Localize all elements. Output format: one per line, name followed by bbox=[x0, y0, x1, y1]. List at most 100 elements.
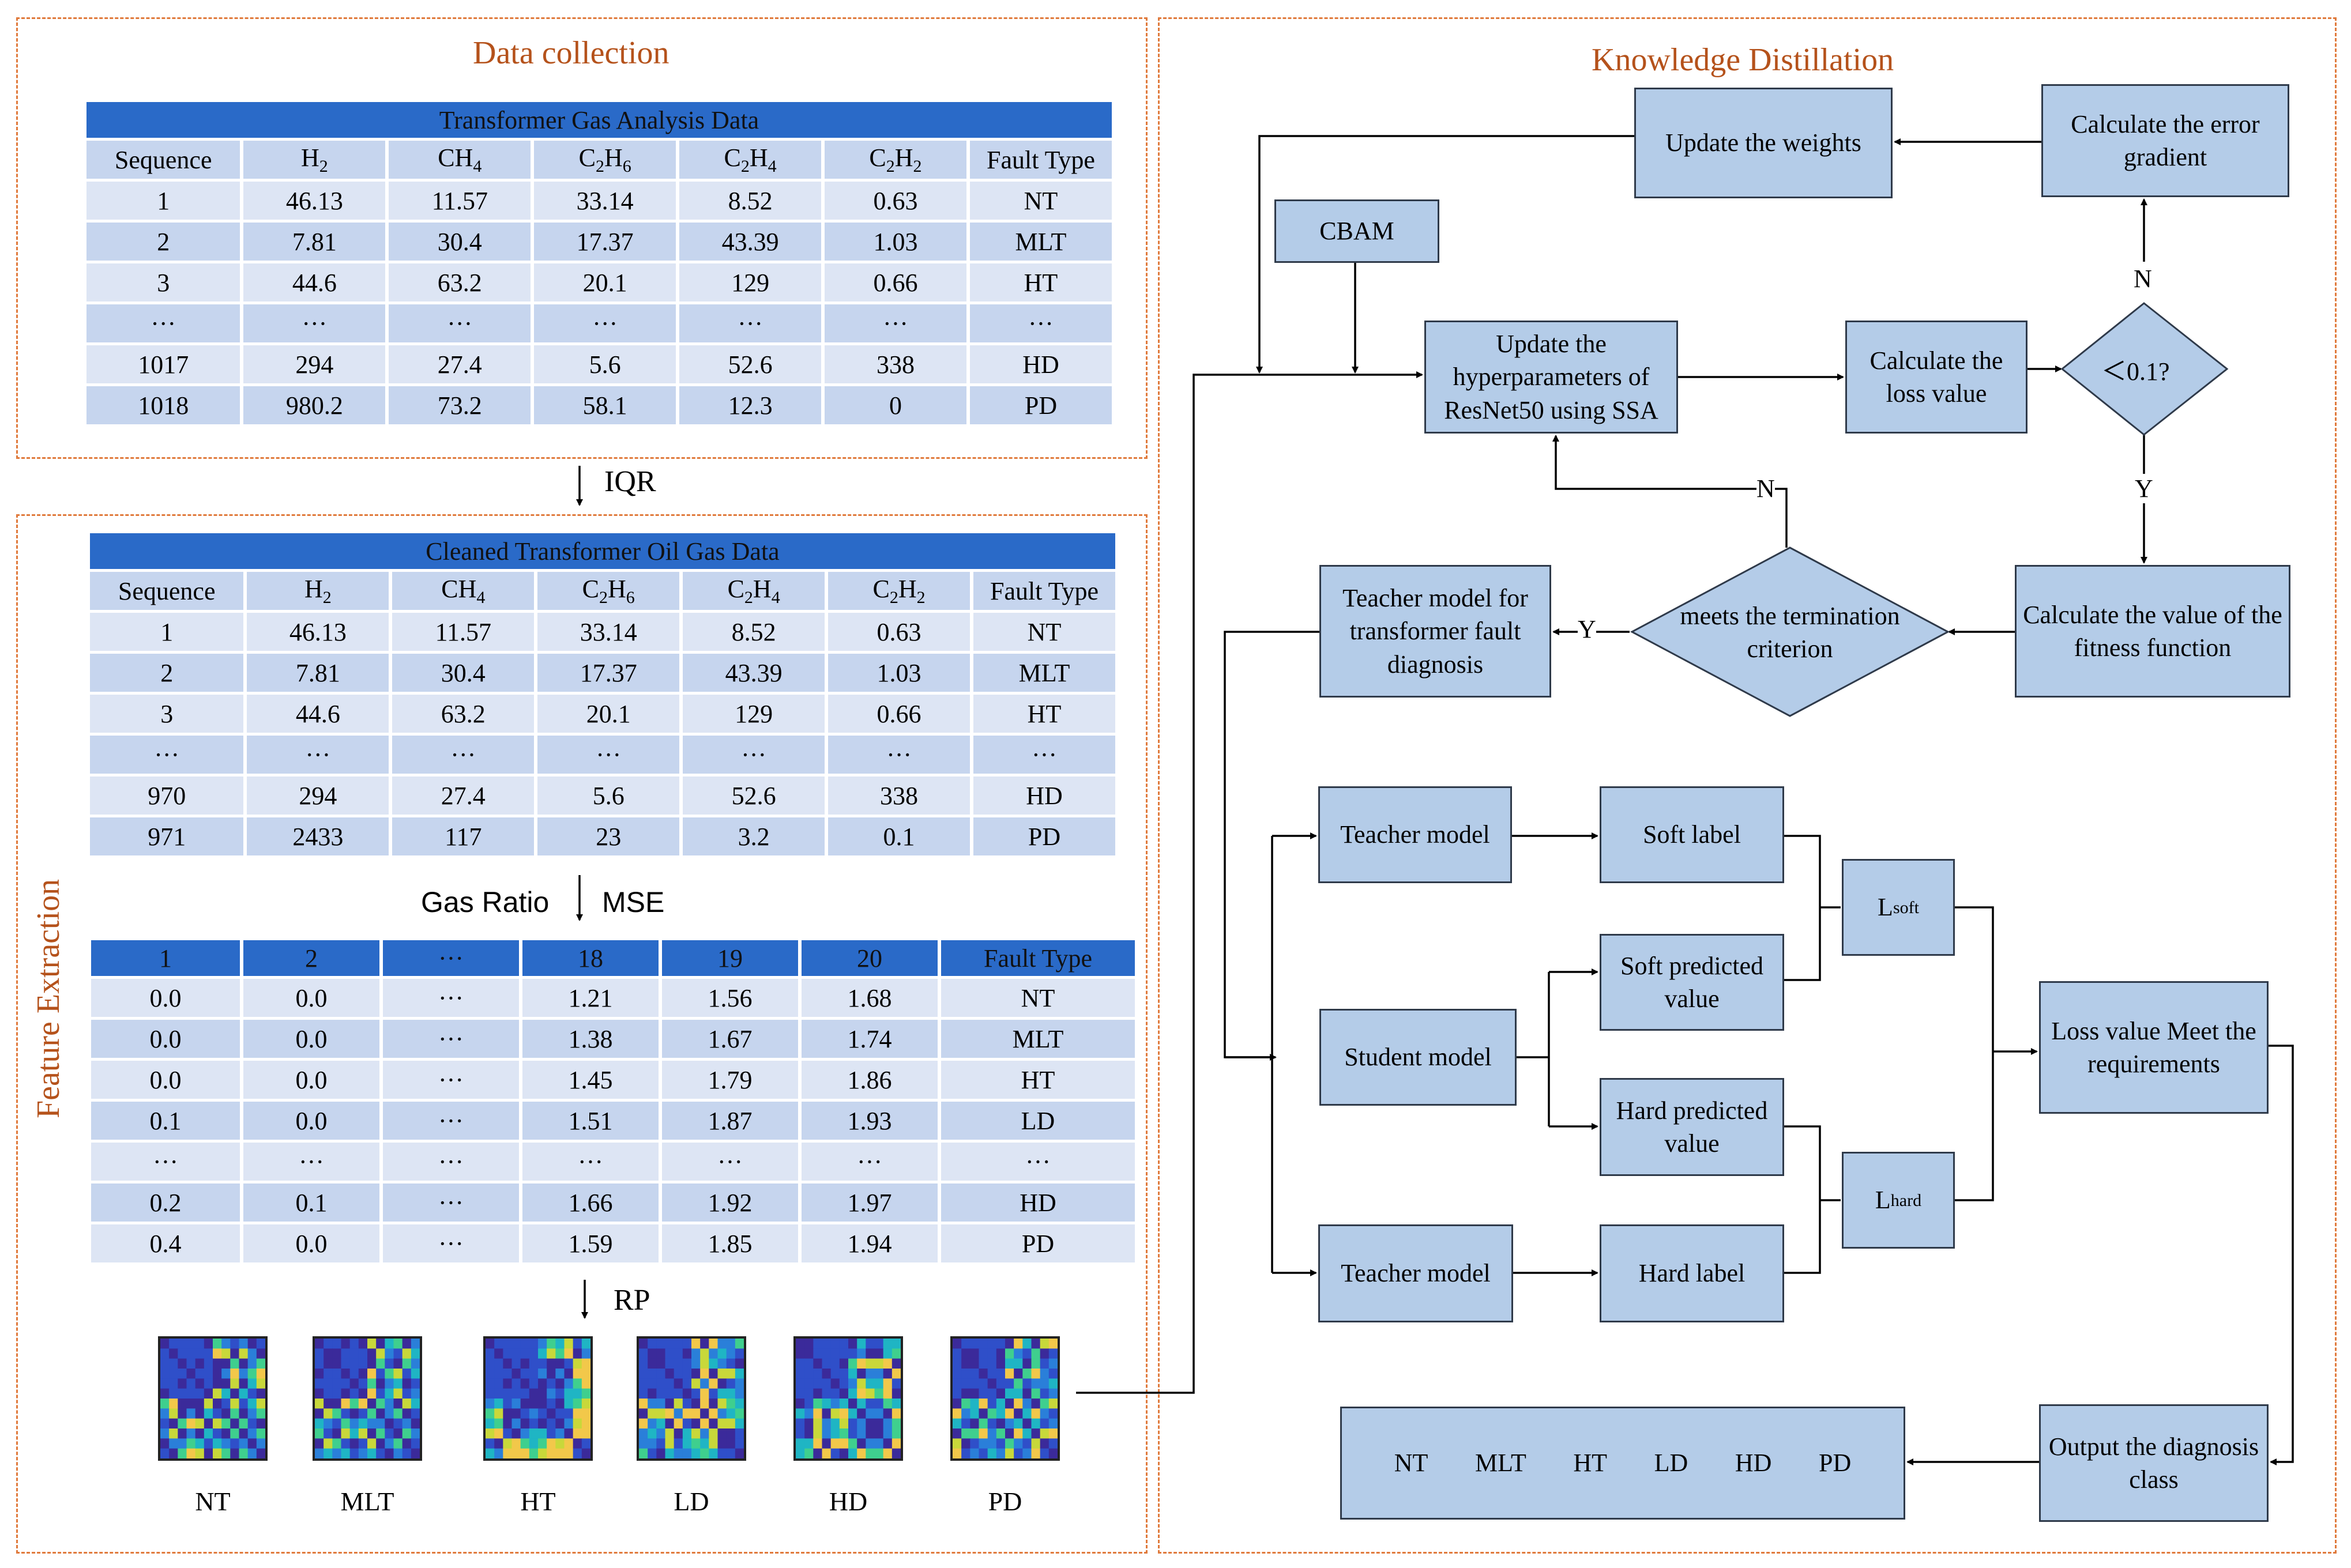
table-cell: ··· bbox=[802, 1143, 938, 1181]
table-cell: 971 bbox=[90, 817, 244, 855]
table-cell: 0.66 bbox=[828, 695, 971, 733]
table-cell: 1.87 bbox=[662, 1102, 798, 1140]
l-soft-main: L bbox=[1878, 893, 1893, 922]
teacher-fault-diagnosis-box: Teacher model for transformer fault diag… bbox=[1319, 565, 1551, 698]
recurrence-plot-label: MLT bbox=[340, 1487, 394, 1516]
table-cell: LD bbox=[941, 1102, 1135, 1140]
termination-text: meets the termination criterion bbox=[1680, 602, 1900, 664]
table-cell: 1.68 bbox=[802, 979, 938, 1017]
col-header-c2h6: C2H6 bbox=[534, 141, 676, 179]
update-hyperparams-box: Update the hyperparameters of ResNet50 u… bbox=[1424, 321, 1678, 434]
table-cell: 1.03 bbox=[828, 654, 971, 692]
table-cell: 1.93 bbox=[802, 1102, 938, 1140]
table-cell: 1.03 bbox=[825, 223, 966, 261]
output-class-label: HT bbox=[1573, 1449, 1608, 1477]
table-cell: 1.38 bbox=[522, 1020, 659, 1058]
table-cell: 0.0 bbox=[243, 1102, 379, 1140]
table-cell: 0.0 bbox=[243, 1224, 379, 1262]
raw-gas-data-table: Transformer Gas Analysis Data Sequence H… bbox=[83, 99, 1115, 427]
table-cell: 1018 bbox=[86, 386, 240, 424]
table-cell: ··· bbox=[90, 736, 244, 774]
student-model-box: Student model bbox=[1319, 1009, 1517, 1106]
table-caption: Cleaned Transformer Oil Gas Data bbox=[90, 533, 1115, 569]
table-cell: 17.37 bbox=[534, 223, 676, 261]
table-cell: 17.37 bbox=[537, 654, 680, 692]
table-cell: 0.63 bbox=[828, 613, 971, 651]
rp-feed-line bbox=[1076, 371, 1423, 1394]
table-cell: 129 bbox=[679, 263, 822, 301]
table-cell: 43.39 bbox=[683, 654, 825, 692]
table-cell: 58.1 bbox=[534, 386, 676, 424]
table-cell: 1.86 bbox=[802, 1061, 938, 1099]
table-cell: ··· bbox=[383, 1061, 519, 1099]
table-cell: 0.1 bbox=[91, 1102, 240, 1140]
threshold-y-label: Y bbox=[2135, 474, 2153, 503]
col-header-h2: H2 bbox=[247, 572, 389, 610]
loss-meet-box: Loss value Meet the requirements bbox=[2039, 981, 2269, 1114]
teacher-model-box: Teacher model bbox=[1318, 786, 1512, 883]
table-cell: HD bbox=[941, 1183, 1135, 1222]
table-cell: 30.4 bbox=[389, 223, 531, 261]
soft-predicted-box: Soft predicted value bbox=[1600, 934, 1784, 1031]
table-cell: 1.51 bbox=[522, 1102, 659, 1140]
termination-decision-diamond bbox=[1630, 546, 1950, 717]
table-cell: ··· bbox=[86, 304, 240, 342]
iqr-label: IQR bbox=[604, 465, 656, 498]
table-cell: 129 bbox=[683, 695, 825, 733]
table-cell: 11.57 bbox=[392, 613, 535, 651]
recurrence-plot-image bbox=[158, 1336, 268, 1461]
soft-label-box: Soft label bbox=[1600, 786, 1784, 883]
table-cell: 20.1 bbox=[537, 695, 680, 733]
recurrence-plot-label: PD bbox=[988, 1487, 1022, 1516]
table-cell: 52.6 bbox=[683, 777, 825, 815]
table-cell: 27.4 bbox=[389, 345, 531, 383]
table-cell: ··· bbox=[522, 1143, 659, 1181]
table-caption: Transformer Gas Analysis Data bbox=[86, 102, 1112, 138]
col-header-ch4: CH4 bbox=[389, 141, 531, 179]
recurrence-plot-image bbox=[950, 1336, 1060, 1461]
recurrence-plot-image bbox=[313, 1336, 422, 1461]
table-cell: ··· bbox=[383, 1102, 519, 1140]
col-header-sequence: Sequence bbox=[86, 141, 240, 179]
table-cell: PD bbox=[973, 817, 1115, 855]
table-cell: 44.6 bbox=[247, 695, 389, 733]
col-header-ch4: CH4 bbox=[392, 572, 535, 610]
table-cell: 0.1 bbox=[828, 817, 971, 855]
hard-label-box: Hard label bbox=[1600, 1224, 1784, 1322]
table-cell: 294 bbox=[247, 777, 389, 815]
col-header-fault-type: Fault Type bbox=[969, 141, 1112, 179]
calc-loss-box: Calculate the loss value bbox=[1845, 321, 2027, 434]
table-cell: ··· bbox=[383, 979, 519, 1017]
table-cell: ··· bbox=[941, 1143, 1135, 1181]
table-cell: ··· bbox=[91, 1143, 240, 1181]
table-cell: 1.94 bbox=[802, 1224, 938, 1262]
col-header: 18 bbox=[522, 940, 659, 976]
table-cell: 0.63 bbox=[825, 182, 966, 220]
cleaned-gas-data-table: Cleaned Transformer Oil Gas Data Sequenc… bbox=[86, 530, 1119, 858]
l-hard-main: L bbox=[1875, 1186, 1891, 1215]
update-weights-box: Update the weights bbox=[1634, 88, 1893, 198]
col-header: 19 bbox=[662, 940, 798, 976]
table-cell: 8.52 bbox=[679, 182, 822, 220]
table-cell: 1017 bbox=[86, 345, 240, 383]
table-cell: 338 bbox=[828, 777, 971, 815]
calc-error-gradient-box: Calculate the error gradient bbox=[2041, 84, 2289, 197]
table-cell: 5.6 bbox=[537, 777, 680, 815]
recurrence-plot-image bbox=[637, 1336, 746, 1461]
table-cell: ··· bbox=[537, 736, 680, 774]
termination-n-line bbox=[1552, 435, 1788, 548]
col-header-c2h2: C2H2 bbox=[828, 572, 971, 610]
table-cell: ··· bbox=[534, 304, 676, 342]
table-cell: 52.6 bbox=[679, 345, 822, 383]
table-cell: 33.14 bbox=[537, 613, 680, 651]
